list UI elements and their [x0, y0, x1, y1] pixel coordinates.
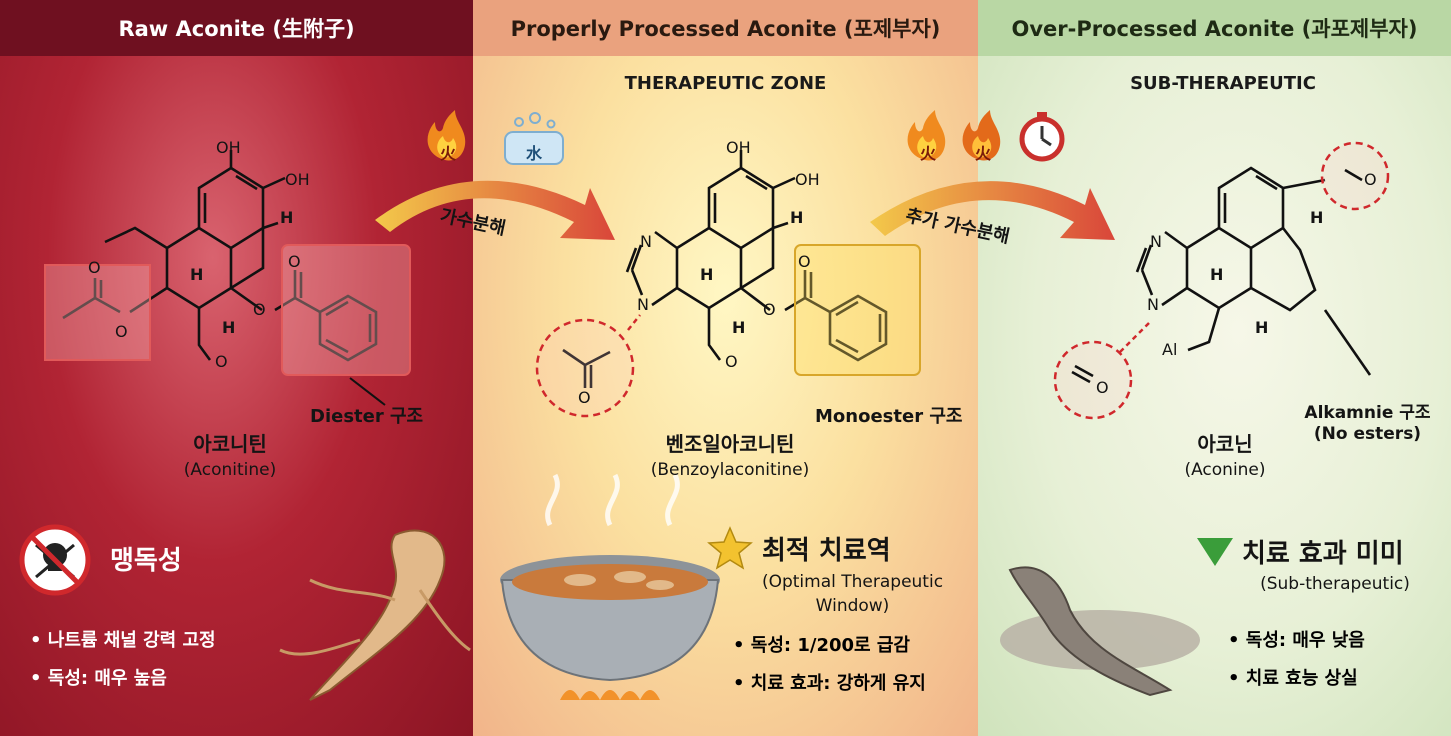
- water-badge: 水: [526, 144, 543, 163]
- fire-icon: [962, 110, 1001, 161]
- bullet-item: 치료 효능 상실: [1228, 660, 1365, 698]
- bullet-item: 독성: 매우 낮음: [1228, 622, 1365, 660]
- down-triangle-icon: [1197, 538, 1233, 566]
- compound-name-en: (Aconitine): [183, 460, 277, 480]
- benzoyl-highlight: [281, 244, 411, 376]
- compound-name-ko: 벤조일아코니틴: [665, 432, 795, 456]
- pot-icon: [500, 473, 720, 700]
- monoester-highlight: [794, 244, 921, 376]
- atom-o: O: [1364, 170, 1377, 189]
- optimal-window-en: Window): [815, 596, 890, 616]
- atom-o: O: [288, 252, 301, 271]
- bullet-item: 독성: 매우 높음: [30, 660, 216, 698]
- bullet-item: 나트륨 채널 강력 고정: [30, 622, 216, 660]
- dashed-link: [1119, 321, 1151, 353]
- structure-tag-monoester: Monoester 구조: [815, 406, 963, 427]
- atom-o: O: [115, 322, 128, 341]
- fragment-lines: [1071, 168, 1363, 384]
- bullet-item: 치료 효과: 강하게 유지: [733, 665, 926, 703]
- star-icon: [707, 526, 753, 570]
- atom-oh: OH: [285, 170, 310, 189]
- fire-icon: [907, 110, 946, 161]
- molecule-benzoylaconitine: [562, 150, 888, 388]
- zone-therapeutic: THERAPEUTIC ZONE: [624, 73, 827, 94]
- atom-h: H: [732, 318, 746, 337]
- bullet-list-over: 독성: 매우 낮음 치료 효능 상실: [1228, 622, 1365, 698]
- atom-h: H: [790, 208, 804, 227]
- optimal-window-en: (Optimal Therapeutic: [761, 572, 944, 592]
- structure-tag-alkamine: Alkamnie 구조: [1304, 403, 1431, 423]
- atom-h: H: [1255, 318, 1269, 337]
- atom-o: O: [88, 258, 101, 277]
- atom-h: H: [190, 265, 204, 284]
- atom-n: N: [1147, 295, 1159, 314]
- atom-o: O: [725, 352, 738, 371]
- compound-name-ko: 아코니틴: [193, 432, 267, 456]
- sub-therapeutic-en: (Sub-therapeutic): [1260, 574, 1410, 594]
- zone-sub-therapeutic: SUB-THERAPEUTIC: [1130, 73, 1316, 94]
- atom-h: H: [222, 318, 236, 337]
- atom-o: O: [215, 352, 228, 371]
- structure-tag-diester: Diester 구조: [310, 406, 424, 427]
- dashed-link: [627, 314, 641, 331]
- header-raw: Raw Aconite (生附子): [0, 0, 473, 56]
- atom-h: H: [280, 208, 294, 227]
- fire-icon: [427, 110, 466, 161]
- water-bath-icon: [504, 112, 564, 165]
- header-over-processed: Over-Processed Aconite (과포제부자): [978, 0, 1451, 56]
- compound-name-en: (Benzoylaconitine): [650, 460, 810, 480]
- callout-line: [349, 377, 386, 406]
- fire-badge: 火: [975, 144, 992, 163]
- bullet-list-raw: 나트륨 채널 강력 고정 독성: 매우 높음: [30, 622, 216, 698]
- bullet-list-processed: 독성: 1/200로 급감 치료 효과: 강하게 유지: [733, 627, 926, 703]
- fire-badge: 火: [440, 144, 457, 163]
- header-processed: Properly Processed Aconite (포제부자): [473, 0, 978, 56]
- structure-tag-no-esters: (No esters): [1313, 424, 1422, 444]
- ash-root-icon: [1000, 566, 1200, 697]
- timer-icon: [1019, 112, 1065, 162]
- atom-h: H: [1210, 265, 1224, 284]
- skull-no-icon: [19, 524, 91, 596]
- atom-o: O: [578, 388, 591, 407]
- arrow-further-hydrolysis: [870, 181, 1115, 240]
- removed-acetyl-circle: [535, 318, 635, 418]
- atom-n: N: [1150, 232, 1162, 251]
- atom-oh: OH: [726, 138, 751, 157]
- fire-badge: 火: [920, 144, 937, 163]
- bullet-item: 독성: 1/200로 급감: [733, 627, 926, 665]
- atom-o: O: [253, 300, 266, 319]
- compound-name-ko: 아코닌: [1197, 432, 1253, 456]
- optimal-window-label: 최적 치료역: [762, 536, 891, 566]
- atom-o: O: [798, 252, 811, 271]
- atom-n: N: [637, 295, 649, 314]
- atom-h: H: [700, 265, 714, 284]
- atom-oh: OH: [216, 138, 241, 157]
- arrow-hydrolysis: [375, 180, 615, 240]
- compound-name-en: (Aconine): [1184, 460, 1266, 480]
- toxicity-label: 맹독성: [110, 546, 182, 576]
- root-icon: [279, 529, 471, 701]
- removed-carbonyl-circle: [1053, 340, 1133, 420]
- atom-al: Al: [1162, 340, 1178, 359]
- atom-h: H: [1310, 208, 1324, 227]
- sub-therapeutic-label: 치료 효과 미미: [1242, 539, 1404, 569]
- molecule-aconine: [1135, 166, 1372, 376]
- acetyl-highlight: [44, 264, 151, 361]
- atom-oh: OH: [795, 170, 820, 189]
- atom-o: O: [1096, 378, 1109, 397]
- atom-o: O: [763, 300, 776, 319]
- atom-n: N: [640, 232, 652, 251]
